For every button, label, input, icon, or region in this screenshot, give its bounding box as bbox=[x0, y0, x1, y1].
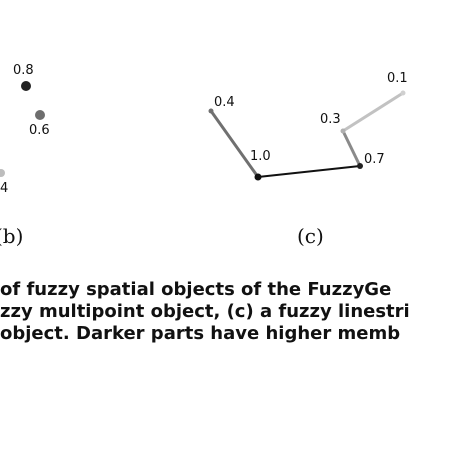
point-label-b-0.6: 0.6 bbox=[29, 123, 50, 138]
vertex-label-c-0.3: 0.3 bbox=[320, 112, 341, 127]
segment-c-0.3-0.1 bbox=[342, 91, 404, 133]
vertex-c-0.4 bbox=[208, 108, 214, 114]
segment-c-0.7-0.3 bbox=[341, 130, 362, 167]
vertex-label-c-0.7: 0.7 bbox=[364, 152, 385, 167]
point-b-0.6 bbox=[35, 110, 45, 120]
vertex-label-c-1.0: 1.0 bbox=[250, 149, 271, 164]
panel-label-b: (b) bbox=[0, 224, 23, 248]
figure-caption: of fuzzy spatial objects of the FuzzyGe … bbox=[0, 279, 474, 359]
point-label-b-0.4: 4 bbox=[0, 181, 8, 196]
panel-c: 0.4 1.0 0.7 0.3 0.1 (c) bbox=[208, 71, 408, 248]
segment-c-0.4-1.0 bbox=[209, 110, 260, 178]
point-b-0.8 bbox=[21, 81, 31, 91]
caption-line-3: object. Darker parts have higher memb bbox=[0, 323, 401, 344]
vertex-c-1.0 bbox=[254, 173, 262, 181]
point-b-0.4 bbox=[0, 169, 5, 177]
point-label-b-0.8: 0.8 bbox=[13, 63, 34, 78]
caption-line-2: zzy multipoint object, (c) a fuzzy lines… bbox=[0, 301, 410, 322]
vertex-c-0.3 bbox=[340, 128, 346, 134]
panel-b: 0.8 0.6 4 (b) bbox=[0, 63, 50, 248]
vertex-c-0.1 bbox=[400, 90, 406, 96]
caption-line-1: of fuzzy spatial objects of the FuzzyGe bbox=[0, 279, 392, 300]
panel-label-c: (c) bbox=[297, 224, 324, 248]
vertex-label-c-0.1: 0.1 bbox=[387, 71, 408, 86]
vertex-c-0.7 bbox=[357, 163, 363, 169]
segment-c-1.0-0.7 bbox=[257, 165, 361, 178]
vertex-label-c-0.4: 0.4 bbox=[214, 95, 235, 110]
